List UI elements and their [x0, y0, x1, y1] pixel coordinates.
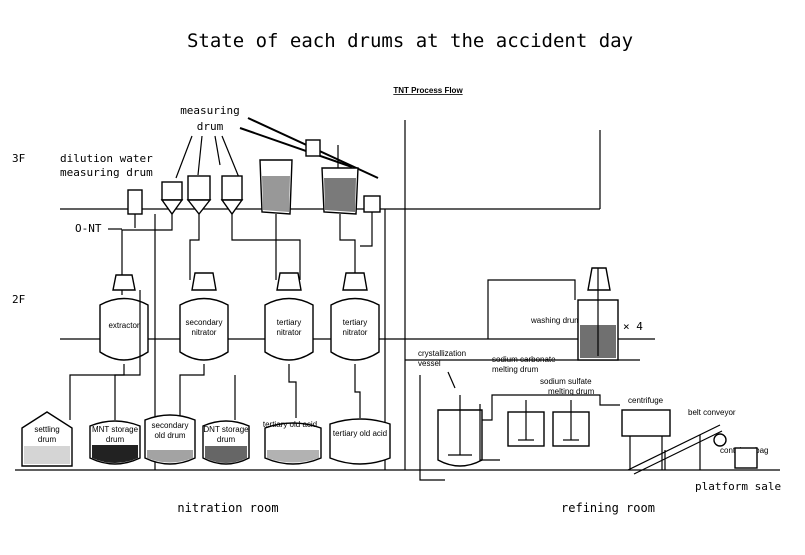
dilution-label-1: dilution water — [60, 152, 153, 165]
floor-lines — [15, 120, 780, 471]
sodium-sulfate-label-1: sodium sulfate — [540, 377, 592, 386]
crystallization-vessel — [419, 371, 500, 481]
tertiary-nitrator-2-vessel: tertiary nitrator — [330, 272, 380, 361]
floor-3f-label: 3F — [12, 152, 25, 165]
dilution-label-2: measuring drum — [60, 166, 153, 179]
diagram-subtitle: TNT Process Flow — [393, 86, 463, 95]
measuring-drum-label-1: measuring — [180, 104, 240, 117]
diagram-title: State of each drums at the accident day — [187, 30, 633, 52]
secondary-old-drum-label-2: old drum — [154, 431, 185, 440]
measuring-drum-label-2: drum — [197, 120, 224, 133]
dilution-water-drum — [127, 189, 143, 228]
sodium-sulfate-label-2: melting drum — [548, 387, 595, 396]
tertiary-old-acid-label-2: tertiary old acid — [333, 429, 387, 438]
tertiary-nitrator-1-label-1: tertiary — [277, 318, 301, 327]
secondary-old-drum-label-1: secondary — [152, 421, 189, 430]
sodium-sulfate-melting-drum — [552, 400, 590, 447]
ont-label: O-NT — [75, 222, 102, 235]
tertiary-nitrator-2-label-1: tertiary — [343, 318, 367, 327]
tertiary-old-acid-label-1: tertiary old acid — [263, 420, 317, 429]
dnt-drum-label-1: DNT storage — [203, 425, 249, 434]
sodium-carbonate-melting-drum — [507, 400, 545, 447]
belt-conveyor — [627, 424, 723, 475]
centrifuge-label: centrifuge — [628, 396, 664, 405]
settling-drum-label-1: settling — [34, 425, 59, 434]
floor-2f-label: 2F — [12, 293, 25, 306]
refining-room-label: refining room — [561, 501, 655, 515]
filled-measuring-vessels — [259, 139, 359, 215]
sodium-carbonate-label-2: melting drum — [492, 365, 539, 374]
dnt-drum-label-2: drum — [217, 435, 236, 444]
secondary-nitrator-label-2: nitrator — [192, 328, 217, 337]
tertiary-nitrator-2-label-2: nitrator — [343, 328, 368, 337]
mnt-drum-label-1: MNT storage — [92, 425, 139, 434]
times-four-label: × 4 — [623, 320, 643, 333]
tertiary-old-acid-drum-2: tertiary old acid — [329, 418, 391, 465]
nitration-room-label: nitration room — [177, 501, 278, 515]
tertiary-nitrator-1-label-2: nitrator — [277, 328, 302, 337]
tertiary-nitrator-1-vessel: tertiary nitrator — [264, 272, 314, 361]
mnt-storage-drum: MNT storage drum — [89, 420, 141, 465]
washing-drum — [577, 267, 619, 361]
secondary-nitrator-label-1: secondary — [186, 318, 223, 327]
belt-conveyor-label: belt conveyor — [688, 408, 736, 417]
container-bag — [713, 433, 758, 469]
settling-drum-label-2: drum — [38, 435, 57, 444]
pipes-2f-1f — [69, 290, 361, 420]
tertiary-old-acid-drum-1: tertiary old acid — [263, 420, 322, 465]
extractor-label: extractor — [108, 321, 139, 330]
platform-sale-label: platform sale — [695, 480, 781, 493]
centrifuge — [621, 409, 671, 470]
crystallization-label-2: vessel — [418, 359, 441, 368]
secondary-old-drum: secondary old drum — [144, 414, 196, 465]
settling-drum: settling drum — [21, 411, 73, 467]
measuring-drums — [160, 175, 381, 216]
sodium-carbonate-label-1: sodium carbonate — [492, 355, 556, 364]
extractor-vessel: extractor — [99, 274, 149, 361]
washing-drum-label: washing drum — [530, 316, 581, 325]
crystallization-label-1: crystallization — [418, 349, 466, 358]
mnt-drum-label-2: drum — [106, 435, 125, 444]
refining-pipes — [479, 279, 620, 461]
secondary-nitrator-vessel: secondary nitrator — [179, 272, 229, 361]
dnt-storage-drum: DNT storage drum — [202, 420, 250, 465]
